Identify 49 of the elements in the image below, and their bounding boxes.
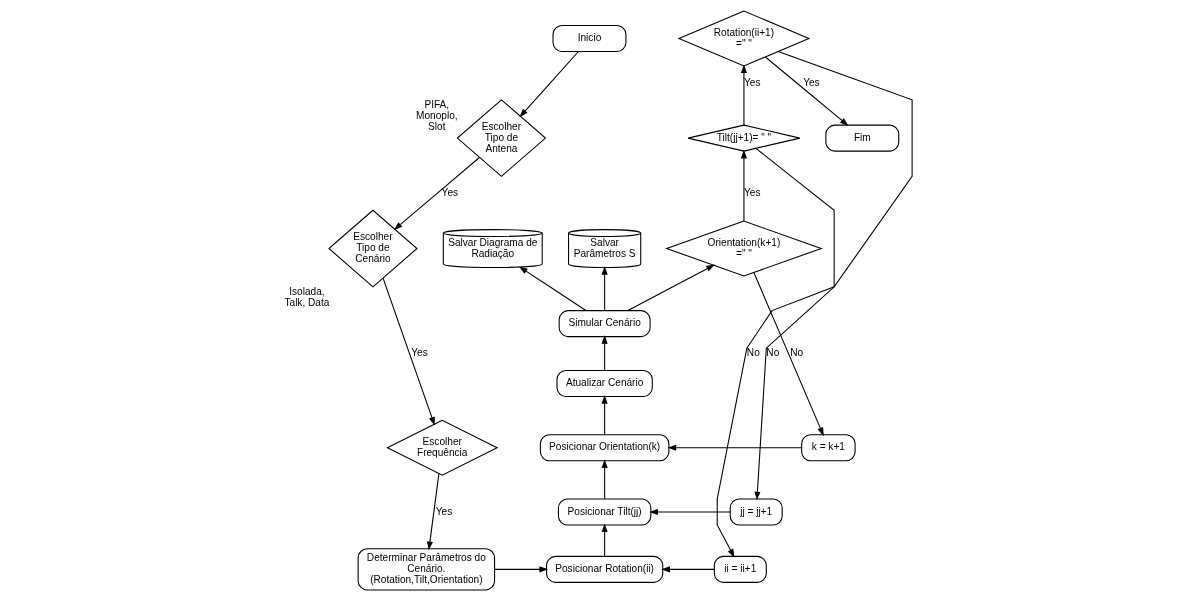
edge-label: Yes bbox=[744, 186, 761, 198]
edge-label: Yes bbox=[744, 76, 761, 88]
node-label: Isolada, Talk, Data bbox=[284, 285, 330, 308]
node-box: Posicionar Rotation(ii) bbox=[546, 555, 664, 583]
edge-label: Yes bbox=[441, 186, 459, 198]
node-diamond: Rotation(ii+1) =" " bbox=[677, 10, 811, 67]
arrow bbox=[601, 266, 608, 311]
node-box: Determinar Parâmetros do Cenário. (Rotation,Tilt,Orientation) bbox=[357, 548, 496, 591]
arrow bbox=[627, 264, 715, 312]
arrow bbox=[393, 156, 480, 231]
node-diamond: Tilt(jj+1)= " " bbox=[687, 124, 801, 152]
node-box: Atualizar Cenário bbox=[556, 369, 653, 398]
arrow bbox=[754, 147, 835, 501]
edge-label: No bbox=[746, 347, 760, 359]
node-diamond: Escolher Tipo de Cenário bbox=[328, 209, 418, 288]
arrow bbox=[382, 277, 435, 426]
node-diamond: Orientation(k+1) =" " bbox=[665, 220, 823, 277]
edge-label: Yes bbox=[411, 347, 428, 359]
arrow bbox=[601, 394, 608, 436]
arrow bbox=[764, 56, 849, 126]
node-box: k = k+1 bbox=[801, 434, 856, 462]
arrow bbox=[601, 523, 608, 557]
arrow bbox=[661, 566, 715, 573]
arrow bbox=[426, 473, 440, 551]
arrow bbox=[716, 51, 913, 558]
edge-label: Yes bbox=[435, 505, 453, 517]
edge-label: No bbox=[790, 347, 804, 359]
node-box: Posicionar Tilt(jj) bbox=[557, 498, 652, 526]
arrow bbox=[740, 149, 747, 222]
arrow bbox=[601, 459, 608, 500]
edge-label: Yes bbox=[803, 76, 820, 88]
arrow bbox=[494, 566, 549, 573]
node-box: Simular Cenário bbox=[558, 310, 651, 338]
node-box: Posicionar Orientation(k) bbox=[539, 434, 670, 462]
node-box: Fim bbox=[825, 124, 900, 152]
arrow bbox=[753, 271, 824, 437]
arrow bbox=[601, 335, 608, 371]
arrow bbox=[519, 50, 579, 118]
arrow bbox=[667, 444, 803, 451]
node-box: jj = jj+1 bbox=[729, 498, 783, 526]
node-box: ii = ii+1 bbox=[713, 555, 767, 583]
edge-label: No bbox=[766, 347, 780, 359]
arrow bbox=[649, 508, 731, 515]
node-box: Inicio bbox=[552, 24, 627, 53]
arrow bbox=[740, 64, 747, 126]
arrow bbox=[519, 266, 587, 312]
node-label: PIFA, Monoplo, Slot bbox=[416, 98, 458, 132]
node-diamond: Escolher Frequência bbox=[386, 419, 499, 476]
node-diamond: Escolher Tipo de Antena bbox=[456, 99, 547, 178]
